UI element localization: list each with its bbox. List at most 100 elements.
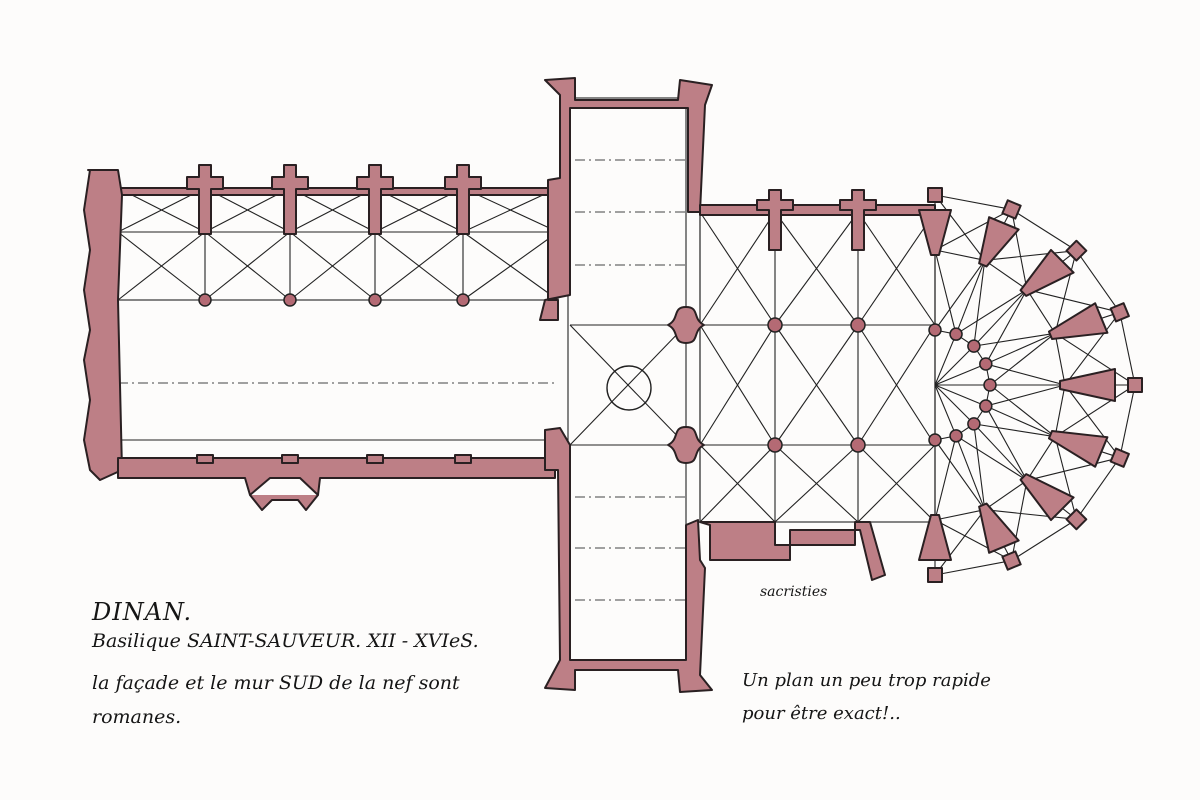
caption-basilica: Basilique SAINT-SAUVEUR. XII - XVIeS.	[92, 630, 479, 652]
apse-buttress	[978, 216, 1020, 268]
apse-rib	[984, 250, 1077, 261]
south-pilaster	[281, 454, 299, 464]
note-line-1: Un plan un peu trop rapide	[742, 670, 991, 691]
apse-rib	[1075, 457, 1121, 520]
apse-rib	[985, 332, 1056, 365]
buttress-cross	[186, 164, 224, 235]
buttress-cross	[356, 164, 394, 235]
apse-rib	[934, 559, 1012, 576]
transept-axis-lines	[575, 159, 685, 601]
crossing-pier-quatrefoil	[667, 426, 705, 464]
apse-pier	[979, 357, 993, 371]
apse-rib	[989, 384, 1056, 438]
apse-pier	[979, 399, 993, 413]
apse-rib	[1026, 289, 1120, 313]
south-transept-wall	[544, 427, 713, 693]
nave-pier	[456, 293, 470, 307]
vault-rib	[699, 211, 776, 326]
chapel-buttress	[1109, 447, 1130, 468]
nave-vault-ribs	[117, 187, 559, 301]
vault-rib	[857, 324, 936, 446]
crossing-pier-quatrefoil	[667, 306, 705, 344]
nave-buttresses	[186, 164, 482, 464]
apse-rib	[1075, 250, 1121, 313]
nave-south-wall	[117, 457, 556, 496]
vault-rib	[774, 444, 859, 523]
south-pilaster	[366, 454, 384, 464]
apse-buttress	[1059, 368, 1116, 402]
apse-rib	[934, 384, 957, 437]
apse-rib	[934, 363, 987, 386]
chapel-buttress	[1065, 239, 1088, 262]
apse-pier	[928, 323, 942, 337]
apse-buttress	[1047, 302, 1109, 340]
apse-with-radiating-chapels	[918, 187, 1143, 583]
apse-rib	[1054, 436, 1077, 520]
vault-rib	[699, 444, 776, 523]
apse-buttress	[978, 502, 1020, 554]
apse-rib	[985, 405, 1028, 481]
apse-rib	[934, 194, 1012, 211]
choir-outline	[699, 211, 936, 523]
vault-rib	[374, 231, 464, 301]
caption-facade-note: la façade et le mur SUD de la nef sont	[92, 672, 460, 694]
apse-rib	[1026, 436, 1056, 481]
vault-rib	[204, 231, 291, 301]
apse-rib	[934, 208, 1012, 251]
apse-rib	[1054, 250, 1077, 334]
apse-rib	[985, 384, 1066, 407]
nave	[83, 164, 561, 511]
apse-rib	[934, 194, 986, 261]
apse-rib	[1119, 312, 1136, 386]
apse-rib	[934, 509, 985, 521]
note-line-2: pour être exact!..	[742, 703, 901, 724]
apse-rib	[934, 333, 957, 386]
apse-pier	[928, 433, 942, 447]
apse-pier	[967, 339, 981, 353]
nave-pier	[198, 293, 212, 307]
apse-rib	[973, 289, 1028, 347]
choir-pier	[767, 437, 783, 453]
buttress-cross	[444, 164, 482, 235]
apse-rib	[985, 289, 1028, 365]
apse-rib	[955, 435, 1028, 481]
south-pilaster	[454, 454, 472, 464]
apse-rib	[1010, 209, 1028, 290]
apse-rib	[934, 519, 1012, 562]
apse-rib	[1119, 384, 1136, 458]
apse-pier	[967, 417, 981, 431]
choir-pier	[767, 317, 783, 333]
apse-rib	[934, 384, 975, 425]
apse-pier	[983, 378, 997, 392]
apse-rib	[985, 363, 1066, 386]
apse-rib	[989, 332, 1056, 386]
apse-buttress	[1019, 473, 1075, 522]
apse-rib	[934, 384, 987, 407]
apse-rib	[934, 509, 986, 576]
apse-rib	[973, 260, 986, 347]
south-pilaster	[196, 454, 214, 464]
apse-pier	[949, 429, 963, 443]
choir-buttress-cross	[839, 189, 877, 251]
choir-piers	[667, 189, 877, 464]
crossing-circle	[606, 365, 652, 411]
apse-rib	[934, 439, 986, 511]
apse-rib	[1026, 457, 1120, 481]
chapel-buttress	[927, 567, 943, 583]
choir	[667, 189, 936, 581]
choir-pier	[850, 317, 866, 333]
apse-pier	[949, 327, 963, 341]
apse-rib	[934, 345, 975, 386]
vault-rib	[857, 211, 936, 326]
apse-rib	[985, 405, 1056, 438]
vault-rib	[462, 231, 559, 301]
chapel-buttress	[927, 187, 943, 203]
facade-wall	[83, 169, 123, 481]
apse-buttress	[918, 514, 952, 561]
nave-pier	[283, 293, 297, 307]
choir-north-wall	[699, 204, 936, 216]
vault-rib	[774, 324, 859, 446]
apse-rib	[934, 435, 957, 521]
